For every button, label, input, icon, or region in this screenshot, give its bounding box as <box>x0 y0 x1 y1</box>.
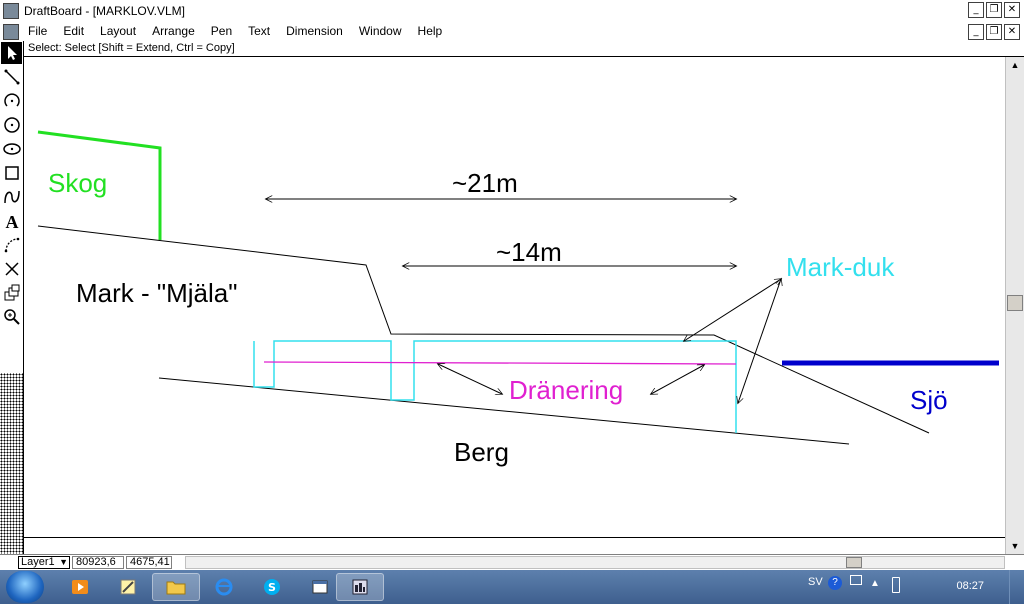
doc-restore-button[interactable]: ❐ <box>986 24 1002 40</box>
file-explorer-icon[interactable] <box>152 573 200 601</box>
dimension-tool-icon[interactable] <box>1 234 22 256</box>
leader-geotextile-right <box>738 279 781 403</box>
menu-pen[interactable]: Pen <box>210 24 233 38</box>
notes-icon[interactable] <box>104 573 152 601</box>
horizontal-scroll-thumb[interactable] <box>846 557 862 568</box>
label-markduk: Mark-duk <box>786 252 895 282</box>
rectangle-tool-icon[interactable] <box>1 162 22 184</box>
menu-layout[interactable]: Layout <box>100 24 137 38</box>
forest-boundary-line <box>37 130 162 240</box>
menu-edit[interactable]: Edit <box>63 24 85 38</box>
text-tool-icon[interactable]: A <box>1 210 22 232</box>
layer-select[interactable]: Layer1 ▼ <box>18 556 70 569</box>
vertical-scrollbar[interactable]: ▲ ▼ <box>1005 57 1024 554</box>
circle-tool-icon[interactable] <box>1 114 22 136</box>
system-tray: SV ? ▲ 08:27 <box>804 570 1024 604</box>
show-hidden-icon[interactable]: ▲ <box>870 578 880 589</box>
svg-text:S: S <box>268 581 276 594</box>
curve-tool-icon[interactable] <box>1 186 22 208</box>
bedrock-line <box>158 377 850 445</box>
draftboard-taskbar-icon[interactable] <box>336 573 384 601</box>
menu-arrange[interactable]: Arrange <box>152 24 195 38</box>
start-button[interactable] <box>6 571 44 603</box>
label-sjo: Sjö <box>910 385 948 415</box>
clock[interactable]: 08:27 <box>956 580 984 592</box>
drainage-pipe-line <box>263 361 737 365</box>
intersect-tool-icon[interactable] <box>1 258 22 280</box>
menu-text[interactable]: Text <box>248 24 271 38</box>
minimize-button[interactable]: _ <box>968 2 984 18</box>
pattern-palette[interactable] <box>0 373 23 557</box>
canvas-bottom-margin <box>24 537 1005 554</box>
doc-close-button[interactable]: ✕ <box>1004 24 1020 40</box>
leader-drainage-left <box>438 364 502 394</box>
menu-file[interactable]: File <box>28 24 48 38</box>
drawing-canvas[interactable]: Skog Mark - "Mjäla" ~21m ~14m Mark-duk D… <box>24 57 1005 537</box>
label-berg: Berg <box>454 437 509 467</box>
help-icon[interactable]: ? <box>828 576 842 590</box>
show-desktop-button[interactable] <box>1009 570 1024 604</box>
x-coordinate: 80923,6 <box>72 556 124 569</box>
label-dim-21m: ~21m <box>452 168 518 198</box>
line-tool-icon[interactable] <box>1 66 22 88</box>
menu-bar: File Edit Layout Arrange Pen Text Dimens… <box>0 22 1024 41</box>
vertical-scroll-thumb[interactable] <box>1007 295 1023 311</box>
language-indicator[interactable]: SV <box>808 576 823 588</box>
geotextile-left <box>253 340 737 433</box>
leader-drainage-right <box>651 365 704 394</box>
label-dranering: Dränering <box>509 375 624 405</box>
skype-icon[interactable]: S <box>248 573 296 601</box>
menu-window[interactable]: Window <box>358 24 402 38</box>
ellipse-tool-icon[interactable] <box>1 138 22 160</box>
network-icon[interactable] <box>850 575 862 585</box>
ground-surface-line <box>37 225 930 434</box>
drawing-svg <box>37 130 999 445</box>
label-dim-14m: ~14m <box>496 237 562 267</box>
internet-explorer-icon[interactable] <box>200 573 248 601</box>
doc-minimize-button[interactable]: _ <box>968 24 984 40</box>
y-coordinate: 4675,41 <box>126 556 172 569</box>
restore-button[interactable]: ❐ <box>986 2 1002 18</box>
horizontal-scrollbar[interactable] <box>185 556 1005 569</box>
layers-tool-icon[interactable] <box>1 282 22 304</box>
window-app-icon[interactable] <box>296 573 344 601</box>
battery-icon[interactable] <box>892 577 900 593</box>
media-player-icon[interactable] <box>56 573 104 601</box>
bottom-status-bar: Layer1 ▼ 80923,6 4675,41 <box>0 554 1024 570</box>
window-title: DraftBoard - [MARKLOV.VLM] <box>24 4 185 18</box>
label-mark: Mark - "Mjäla" <box>76 278 238 308</box>
close-button[interactable]: ✕ <box>1004 2 1020 18</box>
menu-help[interactable]: Help <box>417 24 443 38</box>
leader-geotextile-left <box>684 279 781 341</box>
menu-dimension[interactable]: Dimension <box>286 24 343 38</box>
toolbox: A <box>0 41 24 557</box>
svg-text:A: A <box>5 212 18 230</box>
title-bar: DraftBoard - [MARKLOV.VLM] _ ❐ ✕ <box>0 0 1024 23</box>
app-icon[interactable] <box>3 3 19 19</box>
select-arrow-icon[interactable] <box>1 42 22 64</box>
layer-value: Layer1 <box>21 556 55 568</box>
document-icon[interactable] <box>3 24 19 40</box>
tool-hint: Select: Select [Shift = Extend, Ctrl = C… <box>24 41 1024 57</box>
label-skog: Skog <box>48 168 108 198</box>
taskbar: S SV ? ▲ 08:27 <box>0 570 1024 604</box>
chevron-down-icon[interactable]: ▼ <box>59 557 68 567</box>
scroll-up-icon[interactable]: ▲ <box>1010 60 1020 70</box>
arc-tool-icon[interactable] <box>1 90 22 112</box>
zoom-tool-icon[interactable] <box>1 306 22 328</box>
scroll-down-icon[interactable]: ▼ <box>1010 541 1020 551</box>
